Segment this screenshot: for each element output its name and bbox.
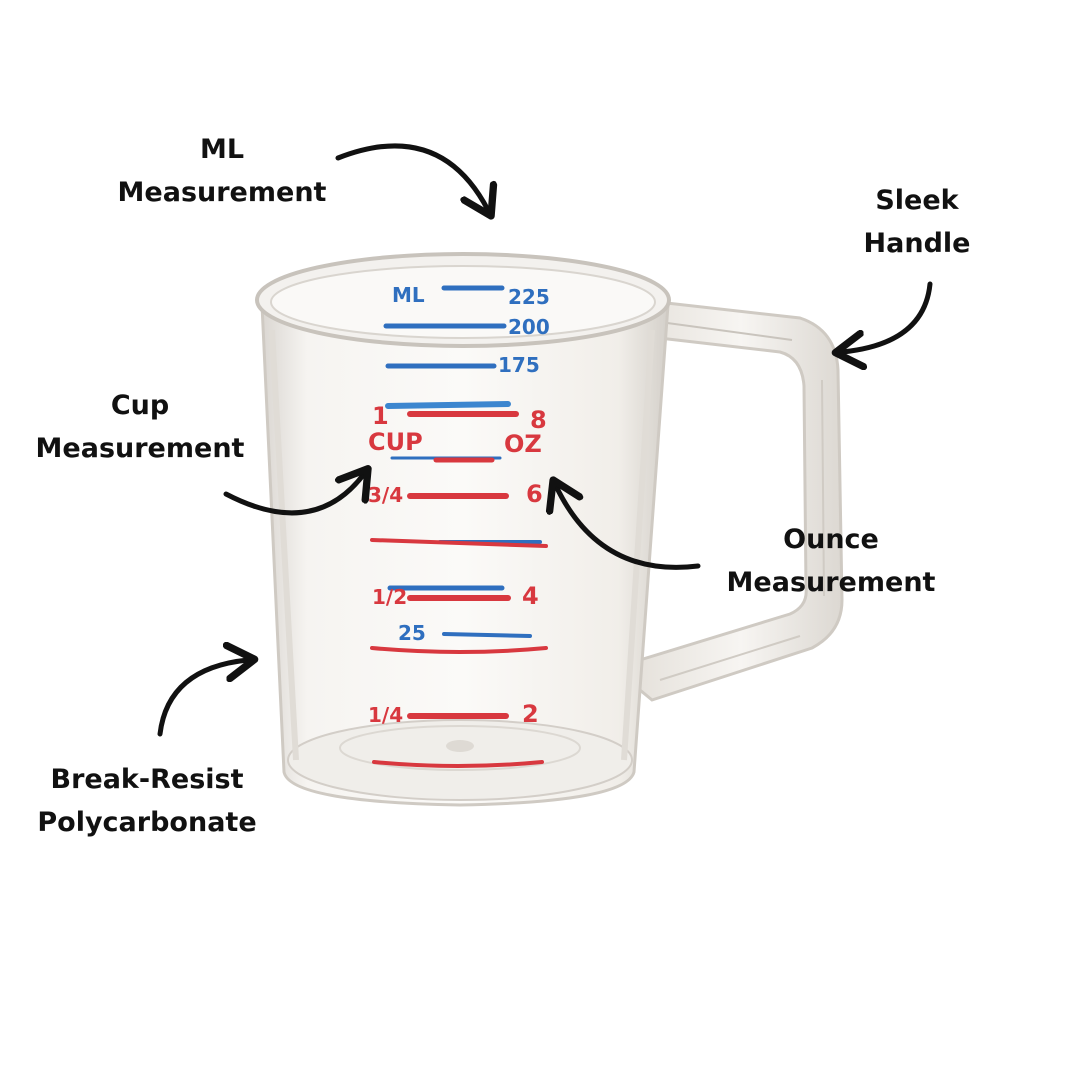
callout-ml-measurement: ML Measurement <box>116 128 328 214</box>
material-arrow-icon <box>157 660 248 737</box>
callout-line: Cup <box>110 390 170 421</box>
callout-arrows <box>157 143 933 737</box>
ounce-arrow-icon <box>556 486 701 570</box>
oz-tick-6: 6 <box>526 480 543 508</box>
cup-tick-quarter: 1/4 <box>368 703 403 727</box>
cup-unit-label: CUP <box>368 428 423 456</box>
callout-sleek-handle: Sleek Handle <box>862 179 972 265</box>
oz-tick-8: 8 <box>530 406 547 434</box>
callout-line: Measurement <box>726 567 936 598</box>
callout-line: Measurement <box>35 433 245 464</box>
callout-line: ML <box>199 134 245 165</box>
ml-tick-225: 225 <box>508 285 550 309</box>
ml-tick-200: 200 <box>508 315 550 339</box>
callout-line: Ounce <box>783 524 879 555</box>
ml-unit-label: ML <box>392 283 425 307</box>
callout-line: Handle <box>863 228 971 259</box>
oz-tick-4: 4 <box>522 582 539 610</box>
callout-line: Polycarbonate <box>37 807 257 838</box>
cup-oz-markings: 1 8 CUP OZ 3/4 6 1/2 4 1/4 2 <box>368 402 548 768</box>
handle-arrow-icon <box>842 281 933 352</box>
cup-tick-half: 1/2 <box>372 585 407 609</box>
callout-line: Break-Resist <box>50 764 244 795</box>
callout-break-resist-polycarbonate: Break-Resist Polycarbonate <box>34 758 260 844</box>
ml-arrow-icon <box>335 143 488 210</box>
cup-handle <box>638 298 844 702</box>
ml-tick-175: 175 <box>498 353 540 377</box>
oz-tick-2: 2 <box>522 700 539 728</box>
callout-line: Measurement <box>117 177 327 208</box>
ml-tick-25: 25 <box>398 621 426 645</box>
callout-ounce-measurement: Ounce Measurement <box>725 518 937 604</box>
cup-tick-1: 1 <box>372 402 389 430</box>
cup-tick-three-quarter: 3/4 <box>368 483 403 507</box>
cup-body <box>255 252 671 807</box>
cup-arrow-icon <box>223 474 364 516</box>
callout-line: Sleek <box>875 185 959 216</box>
oz-unit-label: OZ <box>504 430 542 458</box>
callout-cup-measurement: Cup Measurement <box>34 384 246 470</box>
